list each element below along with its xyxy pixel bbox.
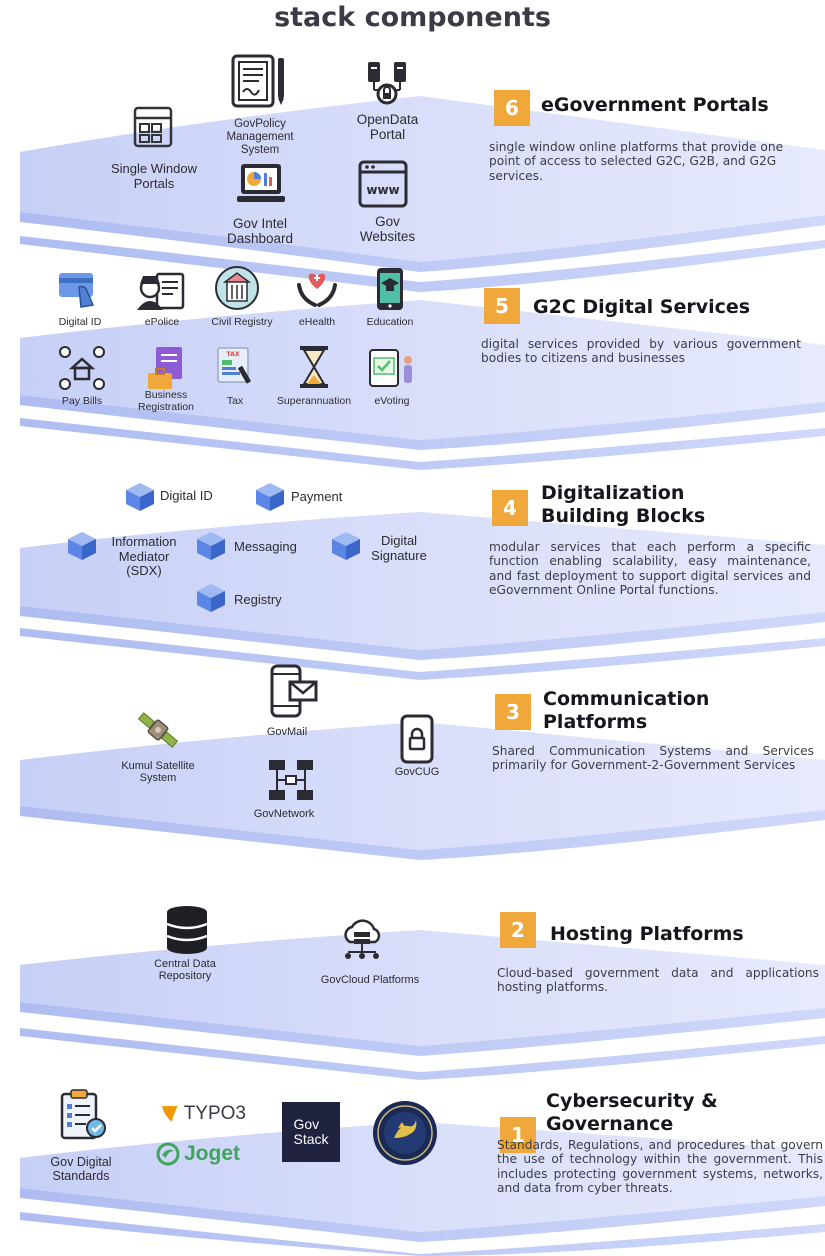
svg-text:TAX: TAX (227, 351, 240, 358)
govstack-logo: Gov Stack (282, 1102, 340, 1162)
digital-signature-cube-icon (332, 532, 360, 560)
messaging-cube-icon (197, 532, 225, 560)
joget-logo: Joget (156, 1140, 252, 1168)
label-bb-payment: Payment (291, 489, 343, 504)
cybersecurity-seal-logo (373, 1101, 437, 1165)
label-bb-digital-id: Digital ID (160, 488, 213, 503)
layer-5-number-badge: 5 (484, 288, 520, 324)
label-govmail: GovMail (266, 726, 308, 738)
website-www-icon: www (358, 160, 408, 208)
digital-id-card-icon (59, 273, 95, 308)
layer-1-heading: Cybersecurity & Governance (546, 1090, 718, 1135)
label-bb-digital-signature: Digital Signature (371, 533, 427, 563)
label-govcug: GovCUG (394, 766, 440, 778)
layer-6-description: single window online platforms that prov… (489, 140, 784, 183)
dashboard-laptop-icon (237, 164, 285, 202)
payment-cube-icon (256, 483, 284, 511)
tax-document-icon: TAX (217, 347, 251, 384)
label-ehealth: eHealth (298, 316, 336, 328)
label-kumul-satellite-system: Kumul Satellite System (121, 760, 195, 785)
label-pay-bills: Pay Bills (61, 395, 103, 407)
govcloud-icon (344, 919, 381, 959)
typo3-logo: TYPO3 (160, 1101, 246, 1127)
layer-4-number-badge: 4 (492, 490, 528, 526)
joget-logo-text: Joget (184, 1142, 241, 1165)
layer-5-description: digital services provided by various gov… (481, 337, 801, 366)
label-gov-websites: Gov Websites (359, 214, 416, 245)
label-tax: Tax (226, 395, 244, 407)
label-govcloud-platforms: GovCloud Platforms (320, 974, 420, 986)
pay-bills-house-icon (59, 346, 105, 390)
joget-logo-mark (156, 1142, 180, 1166)
superannuation-hourglass-icon (300, 346, 328, 388)
layer-3-description: Shared Communication Systems and Service… (492, 744, 814, 773)
layer-2-plate (20, 930, 825, 1080)
epolice-officer-icon (137, 272, 185, 310)
layer-3-heading: Communication Platforms (543, 688, 710, 733)
satellite-icon (137, 712, 179, 748)
govcug-lock-device-icon (400, 714, 434, 764)
layer-6-plate (20, 96, 825, 292)
layer-3-plate (20, 722, 825, 860)
information-mediator-cube-icon (68, 532, 96, 560)
layer-1-plate (20, 1122, 825, 1256)
label-business-registration: Business Registration (137, 389, 195, 413)
layer-2-description: Cloud-based government data and applicat… (497, 966, 819, 995)
digital-id-cube-icon (126, 483, 154, 511)
education-phone-icon (377, 268, 403, 310)
network-computers-icon (269, 760, 313, 800)
label-superannuation: Superannuation (276, 395, 352, 407)
govstack-logo-text: Gov Stack (293, 1116, 329, 1147)
layer-1-description: Standards, Regulations, and procedures t… (497, 1138, 823, 1196)
single-window-portal-icon (133, 106, 173, 148)
registry-cube-icon (197, 584, 225, 612)
label-civil-registry: Civil Registry (211, 316, 273, 328)
label-gov-intel-dashboard: Gov Intel Dashboard (226, 216, 294, 247)
layer-1-number-badge: 1 (500, 1117, 536, 1153)
layer-4-heading: Digitalization Building Blocks (541, 482, 706, 527)
label-govpolicy-management-system: GovPolicy Management System (226, 118, 294, 156)
label-digital-id-service: Digital ID (58, 316, 102, 328)
label-bb-information-mediator: Information Mediator (SDX) (111, 534, 177, 579)
svg-text:www: www (366, 183, 399, 197)
govmail-phone-icon (270, 664, 318, 718)
label-opendata-portal: OpenData Portal (356, 112, 419, 143)
label-epolice: ePolice (144, 316, 180, 328)
database-icon (166, 906, 208, 954)
label-govnetwork: GovNetwork (253, 808, 315, 820)
typo3-logo-text: TYPO3 (183, 1103, 246, 1124)
label-bb-messaging: Messaging (234, 539, 297, 554)
label-evoting: eVoting (374, 395, 410, 407)
civil-registry-building-icon (215, 266, 259, 310)
layer-5-heading: G2C Digital Services (533, 296, 751, 318)
typo3-logo-mark (161, 1106, 178, 1122)
label-gov-digital-standards: Gov Digital Standards (50, 1155, 112, 1183)
label-education: Education (366, 316, 414, 328)
page-title: stack components (274, 2, 551, 33)
ehealth-heart-hands-icon (297, 273, 337, 307)
evoting-ballot-icon (369, 349, 412, 387)
label-bb-registry: Registry (234, 592, 282, 607)
layer-3-number-badge: 3 (495, 694, 531, 730)
business-registration-icon (148, 347, 182, 389)
layer-6-number-badge: 6 (494, 90, 530, 126)
open-data-server-icon (368, 62, 406, 105)
standards-clipboard-icon (60, 1089, 106, 1140)
label-single-window-portals: Single Window Portals (111, 161, 197, 191)
layer-6-heading: eGovernment Portals (541, 94, 769, 116)
label-central-data-repository: Central Data Repository (154, 958, 216, 983)
layer-5-plate (20, 300, 825, 470)
layer-2-number-badge: 2 (500, 912, 536, 948)
layer-4-description: modular services that each perform a spe… (489, 540, 811, 598)
policy-document-icon (231, 54, 284, 108)
layer-2-heading: Hosting Platforms (550, 923, 744, 945)
